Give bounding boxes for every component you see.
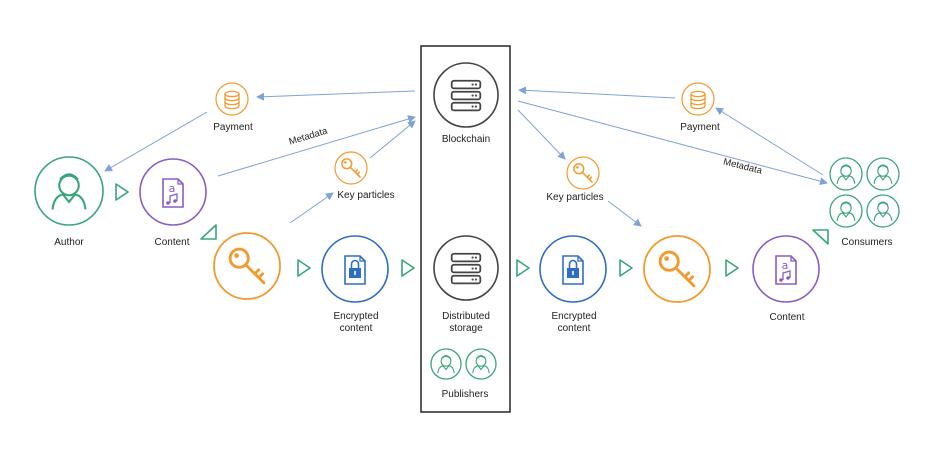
key-particles-icon-left [334, 151, 368, 185]
flow-arrow-icon [401, 259, 415, 277]
encrypted-content-icon-right [539, 235, 607, 303]
flow-arrow-icon [115, 183, 129, 201]
consumer-icon [866, 157, 900, 191]
distributed-storage-label-2: storage [449, 323, 483, 334]
encrypted-content-label-right-1: Encrypted [551, 311, 596, 322]
key-particles-label-left: Key particles [337, 190, 394, 201]
corner-flow-icon-right [812, 229, 829, 245]
consumer-icon [866, 194, 900, 228]
consumers-label: Consumers [841, 237, 892, 248]
payment-label-left: Payment [213, 122, 253, 133]
payment-icon-left [215, 82, 249, 116]
key-icon-right [643, 235, 711, 303]
flow-arrow-icon [516, 259, 530, 277]
consumer-icon [829, 194, 863, 228]
author-label: Author [54, 237, 84, 248]
encrypted-content-label-right-2: content [558, 323, 591, 334]
encrypted-content-label-left-2: content [340, 323, 373, 334]
payment-icon-right [681, 82, 715, 116]
publisher-icon [430, 348, 462, 380]
metadata-label-right: Metadata [722, 156, 764, 176]
content-icon-left [139, 158, 207, 226]
content-label-right: Content [769, 312, 804, 323]
distributed-storage-server-icon [433, 235, 499, 301]
consumer-icon [829, 157, 863, 191]
blockchain-label: Blockchain [442, 134, 490, 145]
platform-box [420, 45, 511, 413]
author-icon [34, 156, 104, 226]
encrypted-content-icon-left [321, 235, 389, 303]
blockchain-server-icon [433, 62, 499, 128]
connector-arrows [104, 86, 828, 227]
encrypted-content-label-left-1: Encrypted [333, 311, 378, 322]
content-icon-right [752, 235, 820, 303]
payment-label-right: Payment [680, 122, 720, 133]
corner-flow-icon-left [200, 224, 217, 240]
key-particles-label-right: Key particles [546, 192, 603, 203]
publishers-label: Publishers [442, 389, 489, 400]
flow-arrow-icon [725, 259, 739, 277]
content-label-left: Content [154, 237, 189, 248]
publisher-icon [465, 348, 497, 380]
flow-arrow-icon [297, 259, 311, 277]
key-icon-left [213, 232, 281, 300]
key-particles-icon-right [566, 156, 600, 190]
flow-arrow-icon [619, 259, 633, 277]
distributed-storage-label-1: Distributed [442, 311, 490, 322]
